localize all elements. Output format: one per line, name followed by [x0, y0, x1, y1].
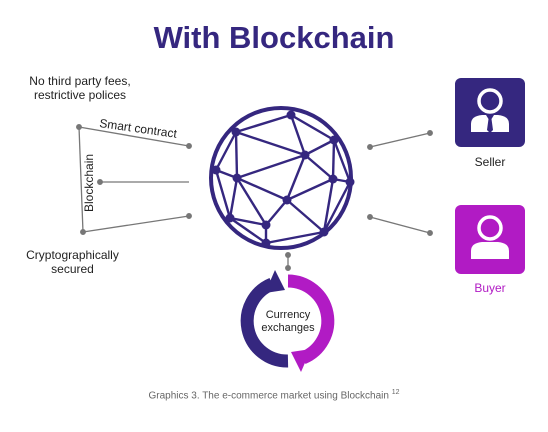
crypto-label-line2: secured [51, 262, 94, 276]
fees-label: No third party fees, restrictive polices [0, 74, 160, 102]
caption-text: Graphics 3. The e-commerce market using … [148, 390, 389, 402]
person-icon [471, 215, 509, 259]
buyer-card [455, 205, 525, 274]
buyer-label: Buyer [474, 281, 506, 295]
circular-arrows-icon [240, 270, 335, 372]
blockchain-network-globe-icon [209, 106, 355, 250]
currency-label-line2: exchanges [261, 322, 315, 334]
left-connector-lines [76, 124, 192, 235]
crypto-label: Cryptographically secured [0, 248, 145, 276]
page-title: With Blockchain [153, 20, 395, 55]
seller-card [455, 78, 525, 147]
caption-reference: 12 [391, 389, 400, 396]
currency-label-line1: Currency [265, 309, 311, 321]
fees-label-line1: No third party fees, [29, 74, 131, 88]
fees-label-line2: restrictive polices [33, 88, 127, 102]
blockchain-label: Blockchain [82, 154, 96, 212]
currency-exchange-label: Currency exchanges [248, 309, 328, 335]
crypto-label-line1: Cryptographically [26, 248, 119, 262]
person-with-tie-icon [471, 88, 509, 133]
figure-caption: Graphics 3. The e-commerce market using … [0, 389, 548, 401]
seller-label: Seller [474, 155, 506, 169]
right-connector-lines [285, 130, 433, 271]
